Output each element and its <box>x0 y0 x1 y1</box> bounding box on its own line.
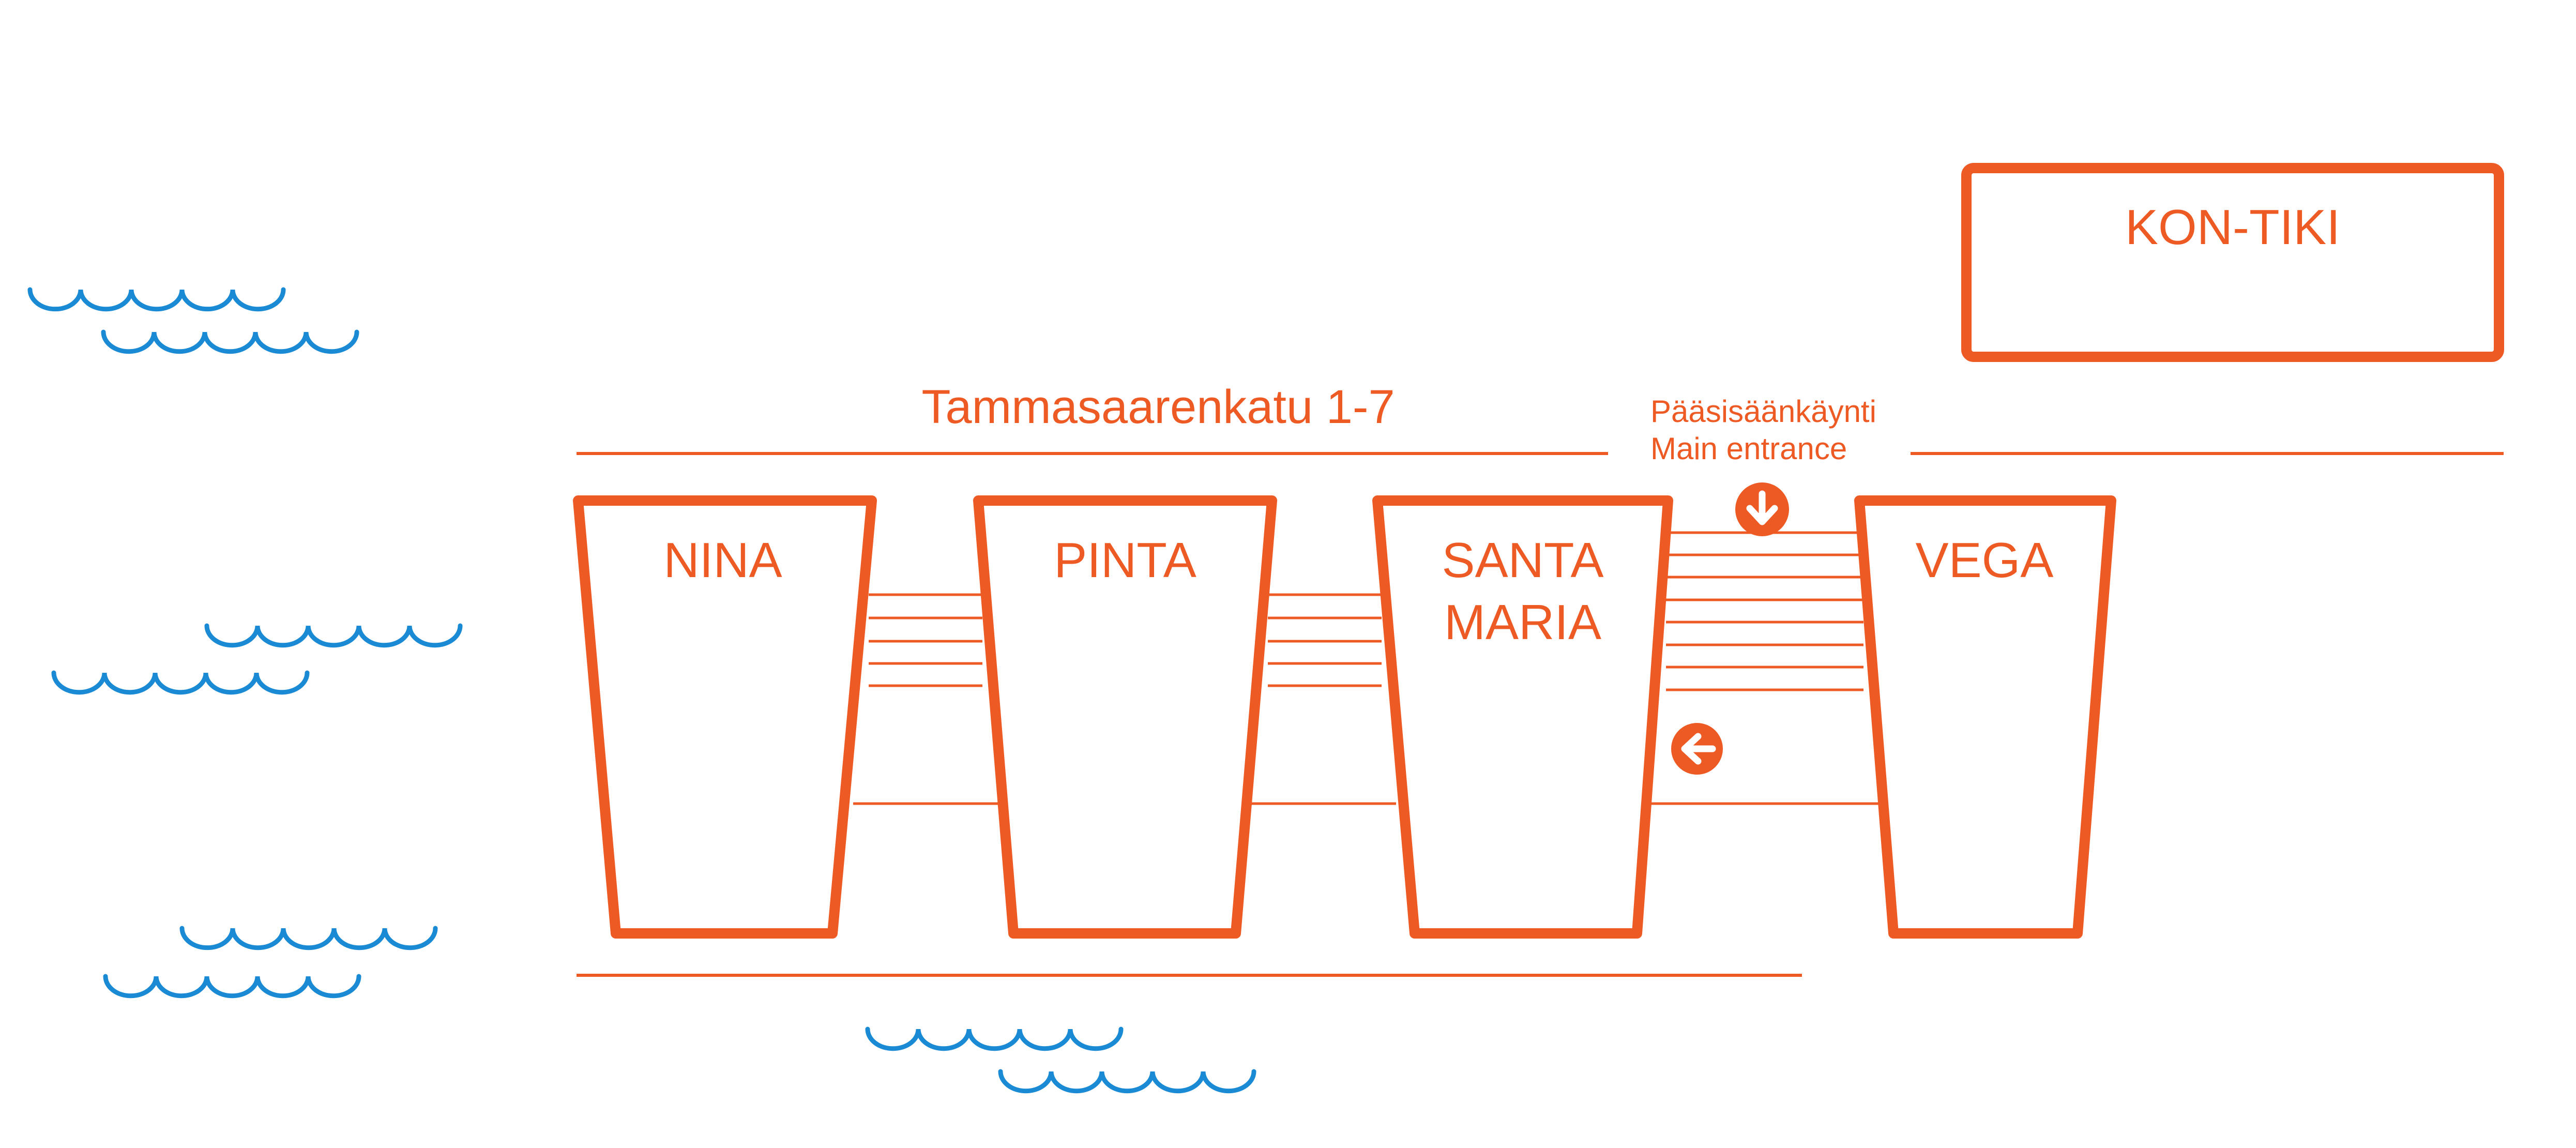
building-label-vega: VEGA <box>1916 533 2054 588</box>
wave-icon <box>103 974 361 999</box>
wave-icon <box>204 623 463 648</box>
wave-icon <box>179 926 438 950</box>
building-label-santa: SANTA <box>1442 533 1604 588</box>
building-label-maria: MARIA <box>1444 595 1601 650</box>
arrow-left-icon <box>1671 723 1723 775</box>
wave-icon <box>101 329 359 354</box>
building-label-pinta: PINTA <box>1054 533 1196 588</box>
building-pinta[interactable] <box>973 495 1277 939</box>
entrance-label-en: Main entrance <box>1650 431 1847 466</box>
street-lines <box>577 452 2504 977</box>
building-connectors <box>853 531 1879 805</box>
building-label-kon-tiki: KON-TIKI <box>2125 200 2340 255</box>
wave-icon <box>865 1026 1124 1051</box>
wave-icon <box>27 287 286 312</box>
building-nina[interactable] <box>573 495 877 939</box>
buildings <box>573 495 2116 939</box>
wave-icon <box>51 670 310 695</box>
building-vega[interactable] <box>1854 495 2116 939</box>
wave-icon <box>998 1069 1256 1094</box>
building-kon-tiki[interactable] <box>1961 163 2504 362</box>
water-waves <box>27 287 1256 1094</box>
building-santa-maria[interactable] <box>1372 495 1673 939</box>
building-label-nina: NINA <box>663 533 782 588</box>
street-label: Tammasaarenkatu 1-7 <box>921 381 1395 433</box>
arrow-down-icon <box>1735 482 1789 536</box>
entrance-label-fi: Pääsisäänkäynti <box>1650 394 1876 429</box>
